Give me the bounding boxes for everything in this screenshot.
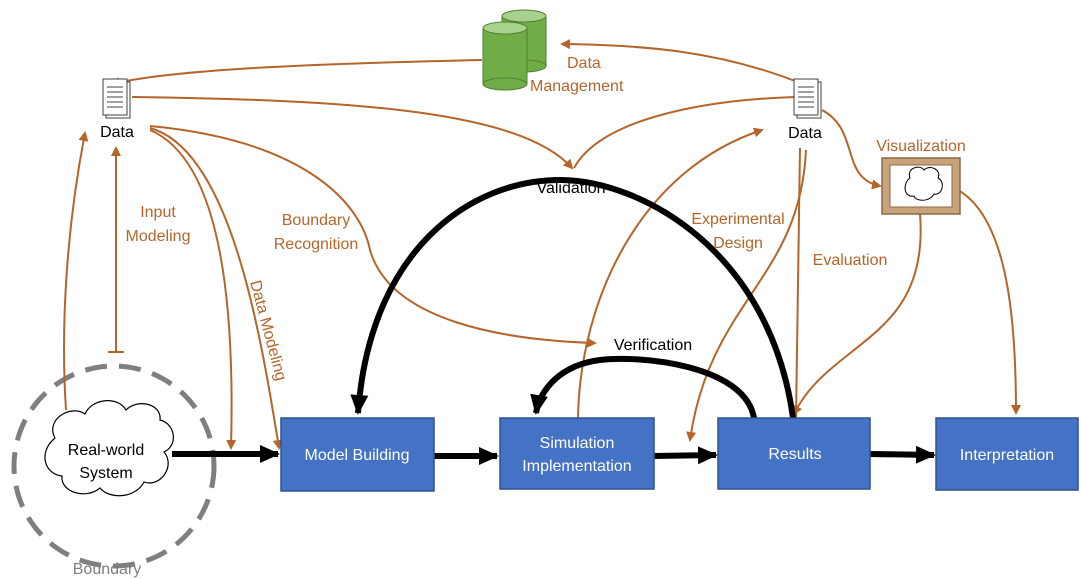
simulation-label-line2: Implementation bbox=[522, 458, 631, 475]
arrow-database-to-data bbox=[110, 59, 483, 87]
visualization-label: Visualization bbox=[876, 138, 966, 155]
arrow-evaluation bbox=[795, 147, 801, 419]
real-world-label-top: Real-world bbox=[68, 442, 144, 459]
model-building-box: Model Building bbox=[280, 417, 435, 492]
results-label: Results bbox=[768, 446, 821, 463]
arrow-visualization-to-interpretation bbox=[957, 189, 1021, 415]
arrow-realworld-to-data bbox=[63, 131, 89, 411]
database-icon bbox=[482, 9, 547, 91]
evaluation-label: Evaluation bbox=[813, 252, 888, 269]
real-world-label-line1: System bbox=[79, 465, 132, 482]
model-building-label: Model Building bbox=[305, 447, 410, 464]
cloud-icon bbox=[904, 166, 943, 201]
arrow-visualization-to-results bbox=[793, 213, 922, 416]
interpretation-box: Interpretation bbox=[935, 417, 1079, 491]
experimental-design-label-line2: Design bbox=[713, 235, 763, 252]
arrow-simulation-to-results bbox=[653, 446, 718, 465]
boundary-recognition-label-line1: Boundary bbox=[282, 212, 351, 229]
document-icon bbox=[102, 78, 131, 119]
validation-label: Validation bbox=[536, 180, 605, 197]
simulation-implementation-box: Simulation Implementation bbox=[499, 417, 655, 490]
boundary-circle bbox=[11, 363, 217, 569]
main-flow-arrows bbox=[172, 445, 936, 465]
interpretation-label: Interpretation bbox=[960, 447, 1054, 464]
boundary-label: Boundary bbox=[73, 561, 142, 578]
arrow-data-right-to-validation bbox=[573, 96, 796, 169]
arrow-validation bbox=[350, 176, 796, 419]
annotation-arrows bbox=[63, 39, 1021, 450]
simulation-label-line1: Simulation bbox=[540, 435, 615, 452]
arrow-results-to-interpretation bbox=[869, 445, 936, 464]
arrow-data-to-model-1 bbox=[149, 129, 237, 450]
data-modeling-label: Data Modeling bbox=[246, 279, 289, 383]
verification-label: Verification bbox=[614, 337, 692, 354]
arrow-verification bbox=[530, 355, 757, 419]
picture-frame-icon bbox=[881, 157, 961, 215]
arrow-boundary-recognition bbox=[149, 125, 597, 348]
data-left-label: Data bbox=[100, 124, 134, 141]
document-icon bbox=[793, 78, 822, 119]
arrow-experimental-design bbox=[577, 127, 764, 419]
data-management-label-line2: Management bbox=[530, 78, 624, 95]
cloud-icon bbox=[44, 400, 174, 497]
data-management-label-line1: Data bbox=[567, 55, 601, 72]
input-modeling-label-line1: Input bbox=[140, 204, 176, 221]
arrow-data-to-validation bbox=[131, 96, 574, 170]
results-box: Results bbox=[717, 417, 871, 490]
boundary-recognition-label-line2: Recognition bbox=[274, 236, 359, 253]
arrow-data-to-database bbox=[560, 39, 806, 86]
input-modeling-label-line2: Modeling bbox=[126, 228, 191, 245]
arrow-data-modeling bbox=[149, 127, 283, 450]
experimental-design-label-line1: Experimental bbox=[691, 211, 784, 228]
data-right-label: Data bbox=[788, 125, 822, 142]
arrow-data-to-visualization bbox=[821, 109, 882, 190]
